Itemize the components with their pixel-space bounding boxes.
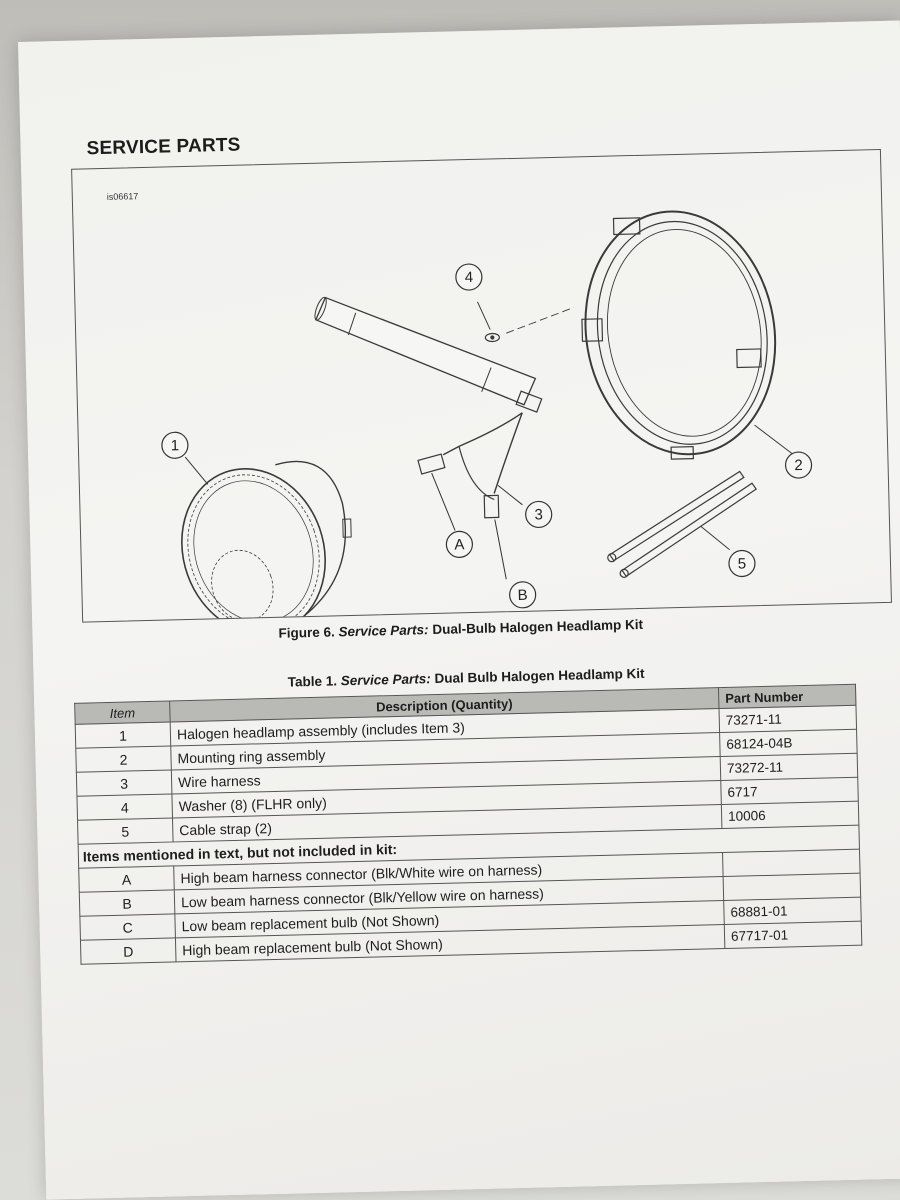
row-item: B bbox=[79, 889, 175, 917]
callout-b: B bbox=[517, 587, 527, 604]
row-item: D bbox=[80, 937, 177, 965]
row-item: 2 bbox=[75, 745, 172, 773]
service-parts-sheet: SERVICE PARTS is06617 bbox=[18, 20, 900, 1200]
table-title-prefix: Table 1. bbox=[287, 673, 338, 690]
row-part-number bbox=[722, 849, 861, 877]
row-item: 1 bbox=[75, 721, 171, 749]
parts-figure: is06617 bbox=[71, 148, 892, 623]
row-part-number bbox=[723, 873, 861, 901]
table-title-italic: Service Parts: bbox=[340, 671, 431, 689]
row-item: C bbox=[79, 913, 176, 941]
callout-1: 1 bbox=[171, 437, 180, 454]
headlamp-assembly-drawing bbox=[181, 460, 352, 622]
row-part-number: 73272-11 bbox=[720, 753, 858, 781]
row-part-number: 68881-01 bbox=[723, 897, 862, 925]
exploded-view-diagram: 1 2 3 4 5 A B bbox=[161, 210, 813, 622]
page-title: SERVICE PARTS bbox=[86, 134, 241, 160]
table-title: Table 1. Service Parts: Dual Bulb Haloge… bbox=[288, 666, 645, 690]
callout-2: 2 bbox=[794, 457, 803, 474]
callout-5: 5 bbox=[738, 555, 747, 572]
row-part-number: 68124-04B bbox=[719, 729, 858, 757]
cable-straps-drawing bbox=[607, 470, 757, 578]
callout-4: 4 bbox=[465, 269, 474, 286]
callout-3: 3 bbox=[534, 506, 543, 523]
row-part-number: 10006 bbox=[721, 801, 859, 829]
mounting-ring-drawing bbox=[581, 210, 796, 460]
header-item: Item bbox=[74, 700, 171, 725]
wire-harness-drawing bbox=[314, 296, 543, 519]
row-part-number: 73271-11 bbox=[718, 705, 857, 733]
table-title-rest: Dual Bulb Halogen Headlamp Kit bbox=[434, 665, 645, 687]
callout-a: A bbox=[454, 536, 464, 553]
caption-italic: Service Parts: bbox=[338, 622, 429, 640]
service-parts-table: Item Description (Quantity) Part Number … bbox=[74, 684, 862, 965]
row-item: 4 bbox=[76, 793, 173, 821]
row-item: A bbox=[78, 865, 175, 893]
row-part-number: 6717 bbox=[720, 777, 859, 805]
caption-rest: Dual-Bulb Halogen Headlamp Kit bbox=[432, 616, 644, 638]
row-item: 3 bbox=[76, 769, 172, 797]
caption-prefix: Figure 6. bbox=[278, 624, 335, 641]
row-part-number: 67717-01 bbox=[724, 921, 862, 949]
figure-caption: Figure 6. Service Parts: Dual-Bulb Halog… bbox=[278, 617, 643, 641]
row-item: 5 bbox=[77, 817, 174, 845]
washer-drawing bbox=[477, 301, 574, 343]
